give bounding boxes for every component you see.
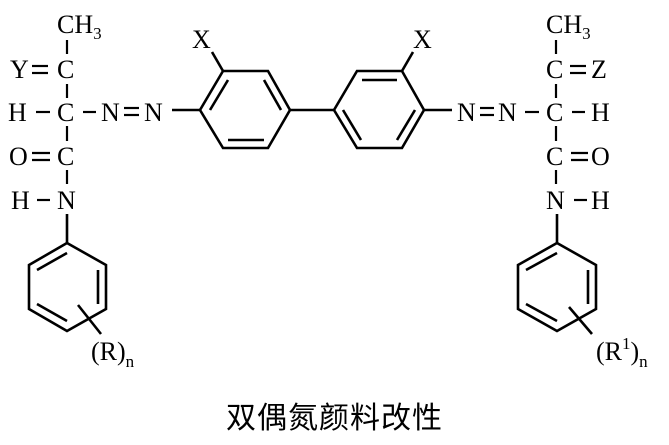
biphenyl-left-hexagon — [198, 69, 292, 150]
biphenyl-right-hexagon — [332, 69, 426, 150]
left-nh-h: H — [11, 186, 30, 215]
biphenyl-right-inner-b — [341, 109, 363, 141]
left-aryl-inner-a — [36, 251, 68, 272]
left-methyl-label: CH3 — [57, 10, 102, 43]
left-y-label: Y — [10, 55, 29, 84]
biphenyl-left-inner-a — [208, 79, 230, 111]
right-aryl-substituent: (R1)n — [596, 334, 648, 371]
left-c1-label: C — [57, 55, 74, 84]
bond-left-x — [210, 51, 225, 72]
right-aryl-inner-a — [525, 251, 558, 272]
right-c2-label: C — [546, 98, 563, 127]
left-azo-n1: N — [101, 98, 120, 127]
left-aryl-inner-c — [36, 302, 68, 323]
right-aryl-hexagon — [516, 241, 598, 333]
right-azo-n1: N — [457, 98, 476, 127]
bond-right-x — [400, 51, 415, 72]
right-aryl-substituent-bond — [568, 306, 593, 335]
right-nh-h: H — [591, 186, 610, 215]
right-h-label: H — [591, 98, 610, 127]
right-c3-label: C — [546, 142, 563, 171]
right-methyl-label: CH3 — [546, 10, 591, 43]
biphenyl-core: X X — [192, 25, 452, 150]
left-c3-label: C — [57, 142, 74, 171]
right-c1-label: C — [546, 55, 563, 84]
right-nh-n: N — [546, 186, 565, 215]
left-c2-label: C — [57, 98, 74, 127]
right-x-label: X — [413, 25, 432, 54]
right-aryl-inner-c — [525, 302, 558, 323]
left-azo-n2: N — [144, 98, 163, 127]
left-o-label: O — [9, 142, 28, 171]
left-chain: CH3 Y C H C N N O C H N — [8, 10, 200, 243]
left-x-label: X — [192, 25, 211, 54]
right-z-label: Z — [591, 55, 607, 84]
biphenyl-right-inner-c — [395, 109, 417, 141]
right-azo-n2: N — [498, 98, 517, 127]
figure-caption: 双偶氮颜料改性 — [226, 401, 443, 436]
left-h-label: H — [8, 98, 27, 127]
left-aryl-substituent-bond — [76, 304, 103, 335]
left-aryl-hexagon — [27, 241, 108, 333]
left-aryl-ring: (R)n — [27, 241, 135, 371]
right-chain: CH3 C Z N N C H C O N H — [457, 10, 610, 243]
left-nh-n: N — [57, 186, 76, 215]
left-aryl-substituent: (R)n — [91, 337, 135, 371]
right-aryl-ring: (R1)n — [516, 241, 648, 371]
right-o-label: O — [591, 142, 610, 171]
biphenyl-left-inner-b — [262, 79, 283, 111]
